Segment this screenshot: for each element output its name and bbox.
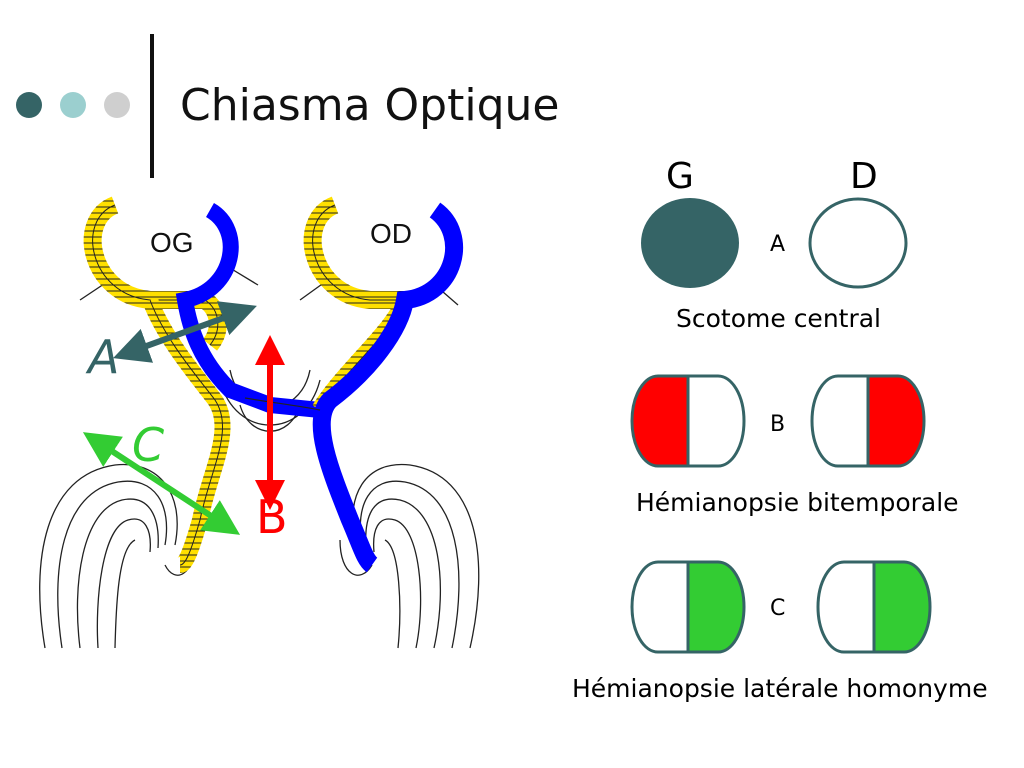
title-bullet-3 xyxy=(104,92,130,118)
eye-label-og: OG xyxy=(150,227,194,258)
lesion-a-label: A xyxy=(88,330,120,384)
field-row-c-caption: Hémianopsie latérale homonyme xyxy=(572,674,988,703)
field-row-b-letter: B xyxy=(770,412,786,437)
title-divider xyxy=(150,34,154,178)
field-c-right xyxy=(816,560,932,654)
lesion-c-arrow xyxy=(82,432,241,535)
field-b-left xyxy=(630,374,746,468)
lesion-b-label: B xyxy=(256,490,288,544)
field-c-left xyxy=(630,560,746,654)
right-eye xyxy=(244,196,464,573)
lesion-c-label: C xyxy=(132,418,165,472)
field-row-a-caption: Scotome central xyxy=(676,304,882,333)
slide-title: Chiasma Optique xyxy=(180,80,560,131)
brain-outline xyxy=(39,264,480,649)
field-header-left: G xyxy=(666,156,694,197)
title-bullet-2 xyxy=(60,92,86,118)
field-row-a-letter: A xyxy=(770,232,786,257)
chiasma-diagram: OG OD xyxy=(39,196,480,649)
field-row-b-caption: Hémianopsie bitemporale xyxy=(636,488,959,517)
eye-label-od: OD xyxy=(370,218,412,249)
field-a-left xyxy=(641,198,739,288)
field-b-right xyxy=(810,374,926,468)
field-row-c xyxy=(630,560,932,654)
lesion-a-arrow xyxy=(113,301,257,363)
field-row-b xyxy=(630,374,926,468)
field-row-c-letter: C xyxy=(770,596,786,621)
field-row-a xyxy=(641,197,908,289)
field-header-right: D xyxy=(850,156,878,197)
title-bullet-1 xyxy=(16,92,42,118)
field-a-right xyxy=(808,197,908,289)
